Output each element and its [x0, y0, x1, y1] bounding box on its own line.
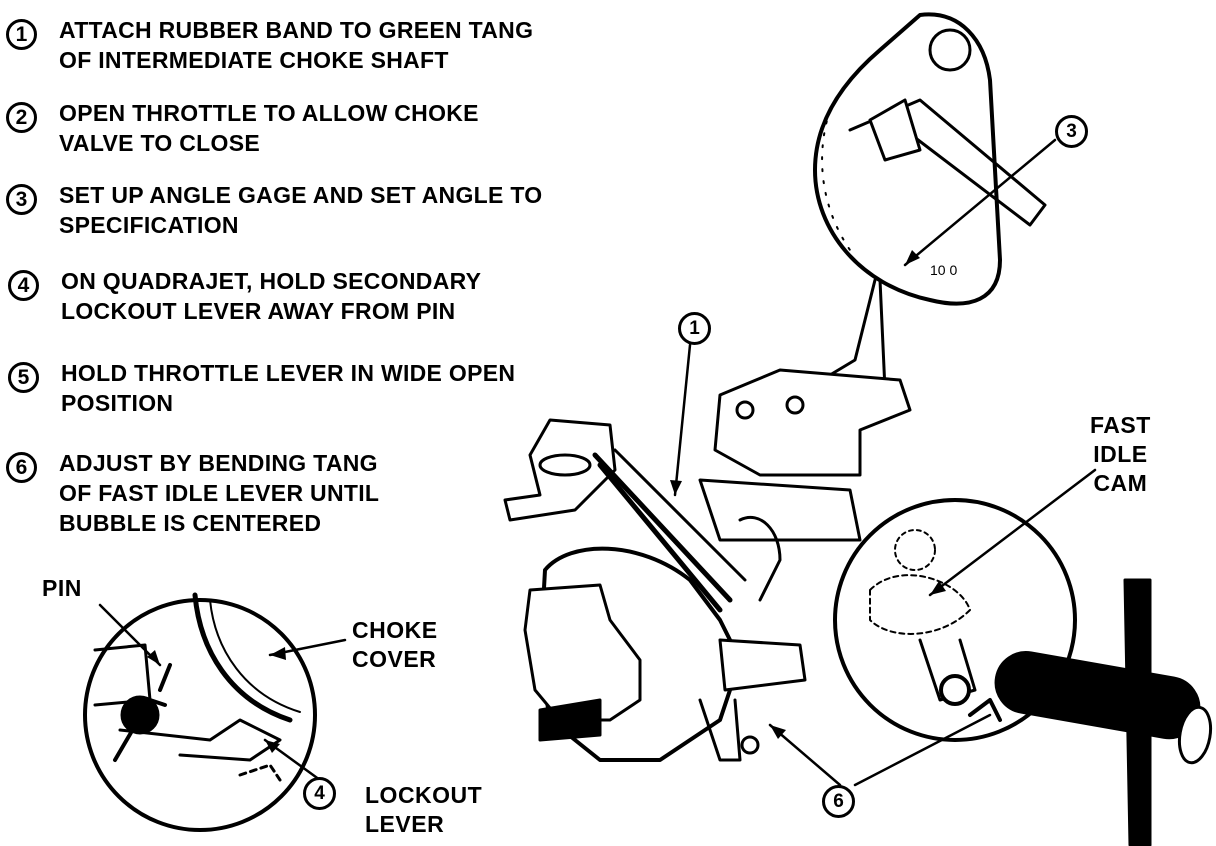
callout-6-tang: 6 — [822, 785, 855, 818]
gage-scale-text: 10 0 — [930, 262, 957, 278]
step-text: ATTACH RUBBER BAND TO GREEN TANG OF INTE… — [59, 17, 534, 73]
step-6: 6 ADJUST BY BENDING TANG OF FAST IDLE LE… — [6, 448, 379, 538]
step-number-badge: 1 — [6, 19, 37, 50]
angle-gage: 10 0 — [813, 12, 1047, 402]
label-lockout-lever: LOCKOUT LEVER — [365, 782, 483, 837]
step-number-badge: 3 — [6, 184, 37, 215]
callout-4-lockout: 4 — [303, 777, 336, 810]
step-text: ADJUST BY BENDING TANG OF FAST IDLE LEVE… — [59, 450, 380, 536]
step-text: ON QUADRAJET, HOLD SECONDARY LOCKOUT LEV… — [61, 268, 482, 324]
step-number-badge: 6 — [6, 452, 37, 483]
label-pin: PIN — [42, 575, 82, 601]
step-3: 3 SET UP ANGLE GAGE AND SET ANGLE TO SPE… — [6, 180, 542, 240]
step-5: 5 HOLD THROTTLE LEVER IN WIDE OPEN POSIT… — [8, 358, 515, 418]
callout-3-gage: 3 — [1055, 115, 1088, 148]
label-choke-cover: CHOKE COVER — [352, 617, 438, 672]
step-4: 4 ON QUADRAJET, HOLD SECONDARY LOCKOUT L… — [8, 266, 481, 326]
step-1: 1 ATTACH RUBBER BAND TO GREEN TANG OF IN… — [6, 15, 533, 75]
step-2: 2 OPEN THROTTLE TO ALLOW CHOKE VALVE TO … — [6, 98, 479, 158]
step-text: SET UP ANGLE GAGE AND SET ANGLE TO SPECI… — [59, 182, 543, 238]
step-text: OPEN THROTTLE TO ALLOW CHOKE VALVE TO CL… — [59, 100, 479, 156]
lockout-lever-inset — [83, 592, 317, 832]
fast-idle-cam-inset — [833, 498, 1213, 846]
step-text: HOLD THROTTLE LEVER IN WIDE OPEN POSITIO… — [61, 360, 516, 416]
callout-1-rubber-band: 1 — [678, 312, 711, 345]
arrowheads — [147, 250, 946, 753]
step-number-badge: 5 — [8, 362, 39, 393]
step-number-badge: 2 — [6, 102, 37, 133]
carburetor-body — [503, 368, 912, 762]
label-fast-idle-cam: FAST IDLE CAM — [1090, 412, 1151, 496]
step-number-badge: 4 — [8, 270, 39, 301]
